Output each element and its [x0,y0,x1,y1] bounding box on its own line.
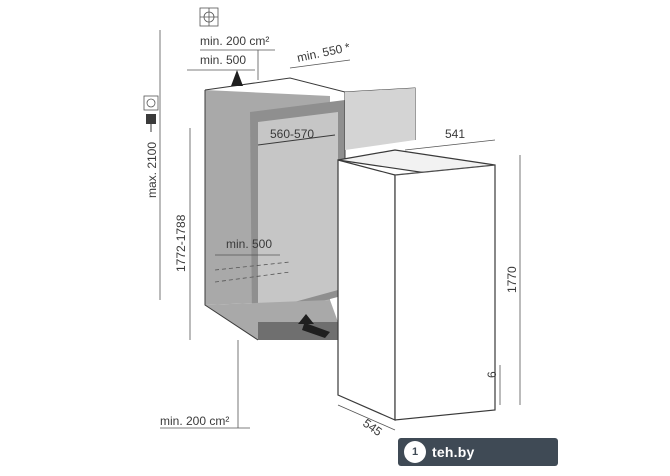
bottom-gap-guide-1 [214,261,291,271]
top-vent-label: min. 200 cm² [200,34,269,48]
niche-side-panel-fill [345,88,415,150]
appliance-depth-label: 545 [360,416,385,439]
dim-appliance-width: 541 [404,127,496,151]
airflow-in-arrow-icon [298,314,330,338]
appliance-width-line [404,139,496,151]
dim-bottom-vent: min. 200 cm² [160,340,250,429]
niche-inner-cavity [258,112,338,312]
appliance-door-edge [394,164,496,176]
dim-bottom-gap: min. 500 [215,237,280,256]
ceiling-mount-icon [199,7,219,27]
niche-width-label: 560-570 [270,127,314,141]
airflow-up-arrow-icon [231,70,243,86]
dim-top-gap: min. 500 [187,53,255,86]
power-plug-icon [146,114,156,132]
niche-floor [205,300,338,340]
max-height-label: max. 2100 [145,142,159,198]
dim-depth-top: min. 550* [289,40,351,69]
niche-outline-left [204,90,259,341]
appliance [337,149,496,421]
watermark-badge: 1 teh.by [398,438,558,466]
power-socket-icon [143,95,159,111]
niche-height-label: 1772-1788 [174,214,188,272]
top-gap-label: min. 500 [200,53,246,67]
bottom-vent-label: min. 200 cm² [160,414,229,428]
dim-niche-width: 560-570 [257,127,336,146]
dim-top-vent: min. 200 cm² [200,34,275,80]
bottom-gap-label: min. 500 [226,237,272,251]
appliance-side [337,159,396,421]
dim-foot-height: 6 [485,365,501,405]
watermark-logo: 1 [404,441,426,463]
niche-width-line [257,134,336,146]
dim-appliance-height: 1770 [505,155,521,405]
appliance-front [394,164,496,421]
bottom-gap-guide-2 [214,271,291,283]
appliance-height-label: 1770 [505,266,519,293]
dim-max-height: max. 2100 [143,30,161,300]
appliance-width-label: 541 [445,127,465,141]
dim-niche-height: 1772-1788 [174,128,191,340]
depth-top-line [289,59,351,69]
appliance-depth-line [337,404,396,431]
watermark-text: teh.by [432,444,475,460]
niche-cabinet [204,77,416,341]
foot-height-label: 6 [485,371,499,378]
